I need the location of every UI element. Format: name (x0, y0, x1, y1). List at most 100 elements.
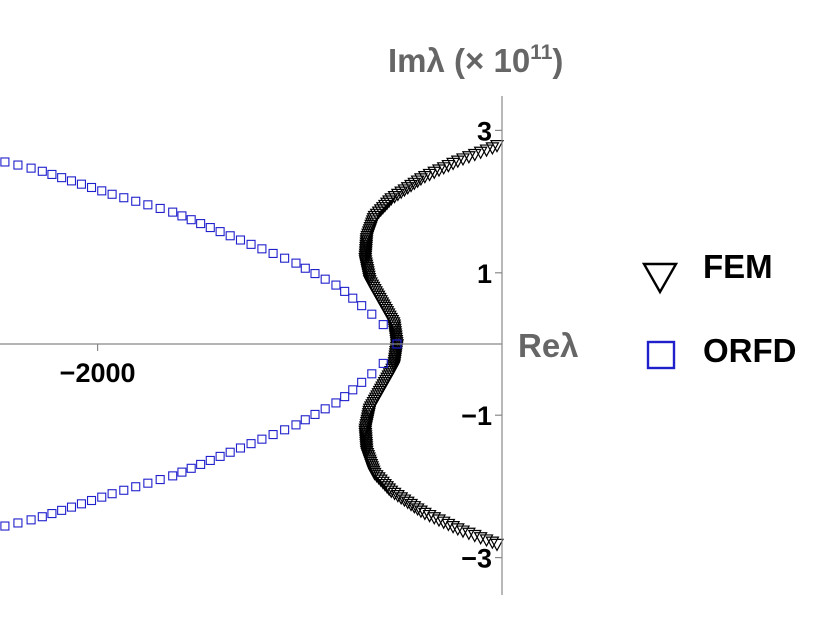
orfd-point (26, 163, 36, 173)
orfd-point (131, 196, 141, 206)
orfd-point (13, 160, 23, 170)
orfd-point (47, 169, 57, 179)
orfd-point (0, 521, 10, 531)
fem-point (367, 467, 382, 481)
fem-point (404, 179, 419, 193)
fem-point (362, 272, 377, 286)
legend-fem-label: FEM (703, 248, 773, 285)
fem-point (489, 140, 505, 153)
orfd-point (47, 509, 57, 519)
orfd-point (235, 235, 246, 245)
fem-point (400, 496, 415, 510)
orfd-point (196, 459, 206, 469)
orfd-point (131, 482, 141, 492)
fem-point (450, 523, 465, 537)
fem-point (387, 354, 402, 368)
orfd-point (143, 200, 153, 210)
orfd-point (246, 239, 256, 249)
legend-fem-marker (641, 262, 679, 295)
fem-point (387, 190, 402, 204)
orfd-point (280, 425, 290, 435)
orfd-point (37, 512, 47, 522)
orfd-point (177, 467, 187, 477)
fem-point (431, 514, 446, 528)
orfd-point (177, 211, 187, 221)
orfd-point (86, 495, 97, 506)
fem-point (359, 419, 374, 432)
orfd-point (143, 478, 153, 488)
fem-point (361, 408, 376, 421)
fem-point (489, 538, 505, 552)
fem-point (384, 193, 399, 207)
fem-point (359, 235, 374, 249)
fem-point (373, 474, 388, 488)
orfd-point (186, 463, 196, 473)
fem-point (379, 481, 395, 495)
orfd-point (257, 244, 267, 254)
fem-point (382, 483, 397, 497)
orfd-series (0, 157, 402, 531)
x-axis-title: Reλ (518, 327, 579, 364)
orfd-point (280, 253, 290, 263)
fem-point (455, 525, 471, 539)
fem-point (358, 432, 373, 446)
fem-point (362, 403, 377, 417)
orfd-point (340, 392, 350, 402)
fem-point (369, 470, 384, 483)
orfd-point (107, 189, 117, 199)
orfd-point (186, 215, 196, 225)
orfd-point (268, 248, 278, 258)
fem-point (362, 275, 377, 289)
orfd-point (215, 227, 225, 237)
orfd-point (155, 203, 165, 213)
fem-point (375, 476, 390, 490)
orfd-point (205, 223, 215, 233)
orfd-point (97, 186, 107, 196)
orfd-point (66, 176, 77, 186)
orfd-point (320, 404, 330, 414)
fem-point (359, 441, 374, 455)
y-tick-label: −1 (461, 401, 492, 431)
orfd-point (26, 515, 36, 525)
orfd-point (257, 434, 267, 444)
orfd-point (0, 157, 10, 167)
fem-point (407, 177, 422, 191)
fem-point (388, 352, 403, 366)
fem-point (387, 323, 402, 337)
orfd-point (367, 309, 377, 319)
fem-point (359, 443, 374, 457)
orfd-point (310, 269, 320, 279)
fem-point (358, 434, 373, 448)
orfd-point (300, 415, 310, 425)
orfd-point (367, 369, 377, 379)
fem-point (394, 186, 409, 200)
fem-point (379, 197, 395, 211)
orfd-point (76, 499, 86, 509)
fem-point (467, 148, 482, 162)
fem-point (427, 512, 442, 526)
orfd-point (268, 430, 278, 440)
orfd-point (348, 293, 358, 303)
y-tick-label: −3 (461, 544, 492, 574)
orfd-point (107, 489, 117, 499)
fem-point (359, 439, 374, 452)
fem-point (358, 428, 373, 441)
fem-point (362, 405, 377, 419)
fem-point (394, 492, 409, 506)
orfd-point (225, 447, 235, 457)
orfd-point (66, 502, 77, 512)
orfd-point (76, 179, 86, 189)
y-axis-title: Imλ (× 1011) (388, 41, 563, 79)
orfd-point (357, 377, 367, 387)
fem-point (479, 144, 494, 158)
fem-point (358, 423, 373, 437)
fem-point (360, 264, 375, 277)
orfd-point (310, 409, 320, 419)
orfd-point (168, 471, 178, 481)
legend-orfd-label: ORFD (703, 332, 797, 369)
fem-point (359, 416, 374, 430)
orfd-point (97, 492, 107, 502)
orfd-point (215, 451, 225, 461)
orfd-point (57, 173, 67, 183)
